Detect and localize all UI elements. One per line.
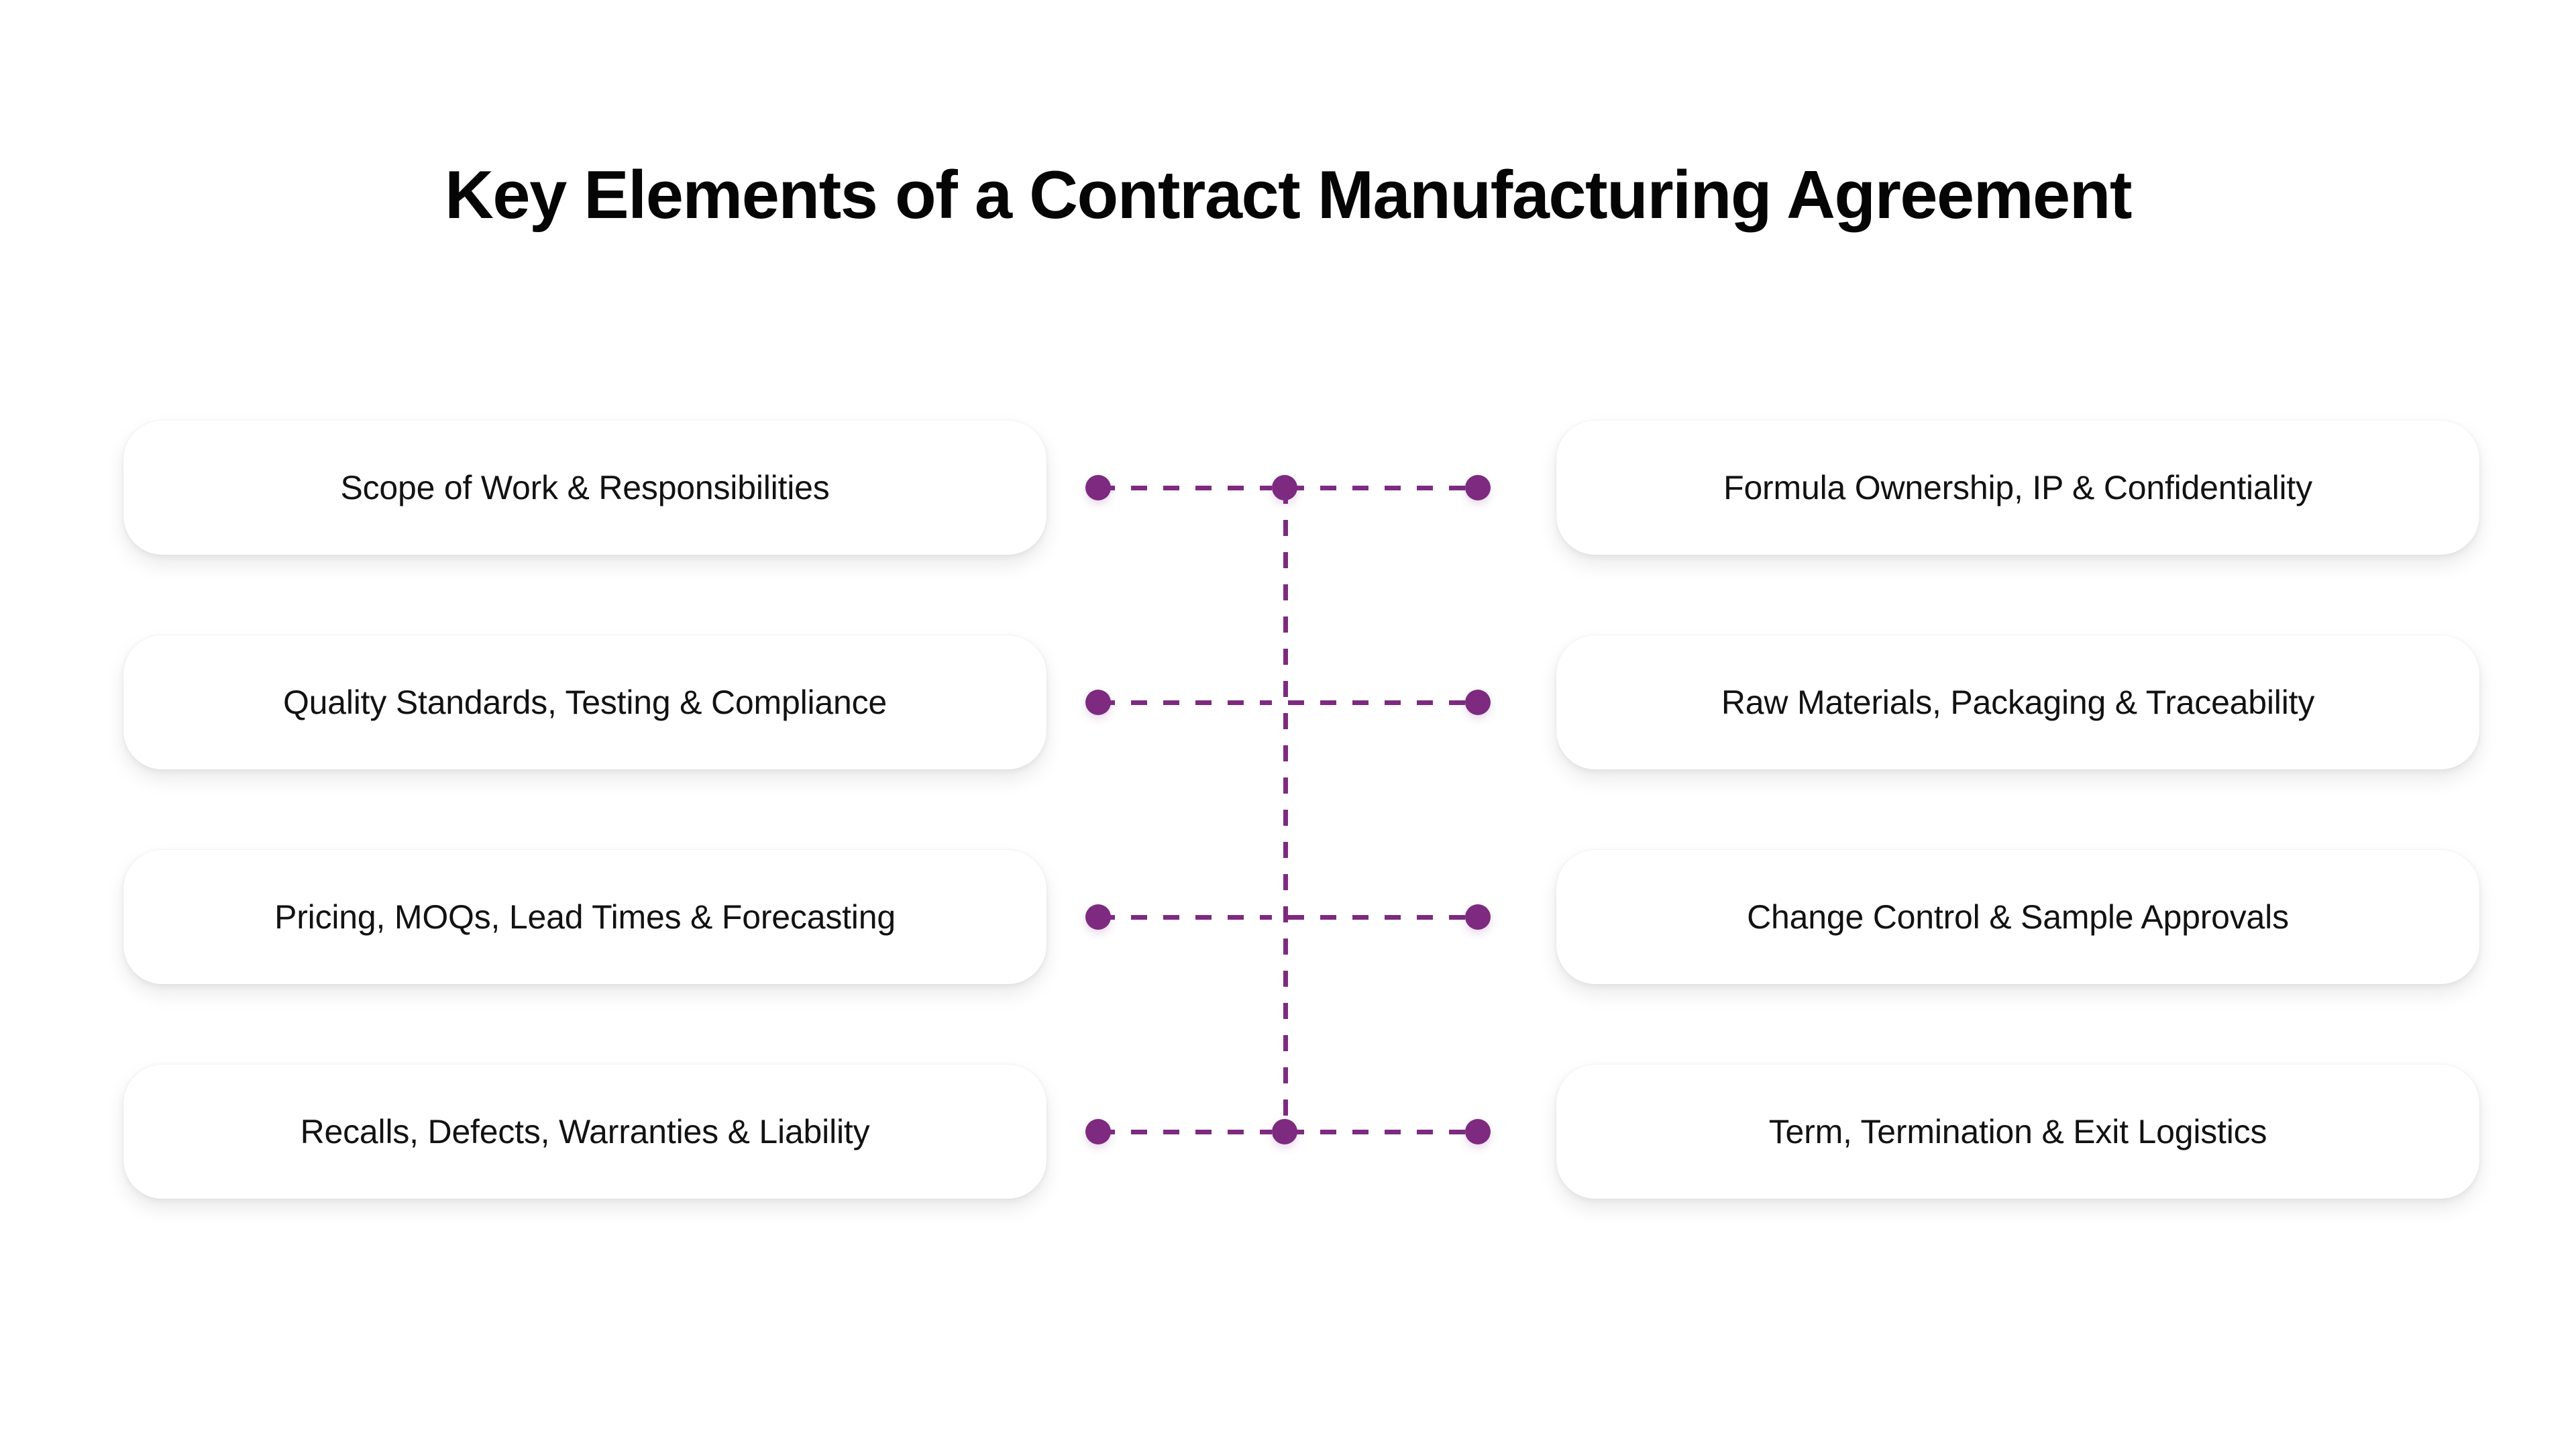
connector-row-2 [1073,689,1503,716]
connector-node-right-1 [1465,475,1491,500]
connector-row-1 [1073,474,1503,501]
card-left-4-label: Recalls, Defects, Warranties & Liability [300,1112,870,1150]
card-right-1[interactable]: Formula Ownership, IP & Confidentiality [1556,421,2479,555]
card-right-3[interactable]: Change Control & Sample Approvals [1556,850,2479,984]
connector-dash-left-3 [1099,915,1272,920]
card-right-2-label: Raw Materials, Packaging & Traceability [1721,683,2315,721]
connector-dash-right-3 [1288,915,1465,920]
card-right-4-label: Term, Termination & Exit Logistics [1768,1112,2267,1150]
connector-dash-right-2 [1288,700,1465,705]
connector-node-right-3 [1465,904,1491,930]
connector-node-right-2 [1465,690,1491,715]
card-left-3-label: Pricing, MOQs, Lead Times & Forecasting [274,898,896,936]
card-right-2[interactable]: Raw Materials, Packaging & Traceability [1556,635,2479,769]
card-left-3[interactable]: Pricing, MOQs, Lead Times & Forecasting [123,850,1046,984]
connector-dash-right-1 [1288,486,1465,490]
card-left-1[interactable]: Scope of Work & Responsibilities [123,421,1046,555]
card-left-1-label: Scope of Work & Responsibilities [340,468,830,506]
card-left-2-label: Quality Standards, Testing & Compliance [282,683,888,721]
connector-vertical-spine [1283,488,1288,1132]
connector-dash-right-4 [1288,1130,1465,1134]
connector-dash-left-2 [1099,700,1272,705]
connector-row-4 [1073,1118,1503,1145]
card-right-3-label: Change Control & Sample Approvals [1747,898,2289,936]
page-title: Key Elements of a Contract Manufacturing… [444,157,2133,233]
connector-dash-left-1 [1099,486,1272,490]
card-left-4[interactable]: Recalls, Defects, Warranties & Liability [123,1065,1046,1199]
connector-node-right-4 [1465,1119,1491,1144]
connector-row-3 [1073,904,1503,930]
connector-dash-left-4 [1099,1130,1272,1134]
card-left-2[interactable]: Quality Standards, Testing & Compliance [123,635,1046,769]
card-right-1-label: Formula Ownership, IP & Confidentiality [1723,468,2312,506]
card-right-4[interactable]: Term, Termination & Exit Logistics [1556,1065,2479,1199]
